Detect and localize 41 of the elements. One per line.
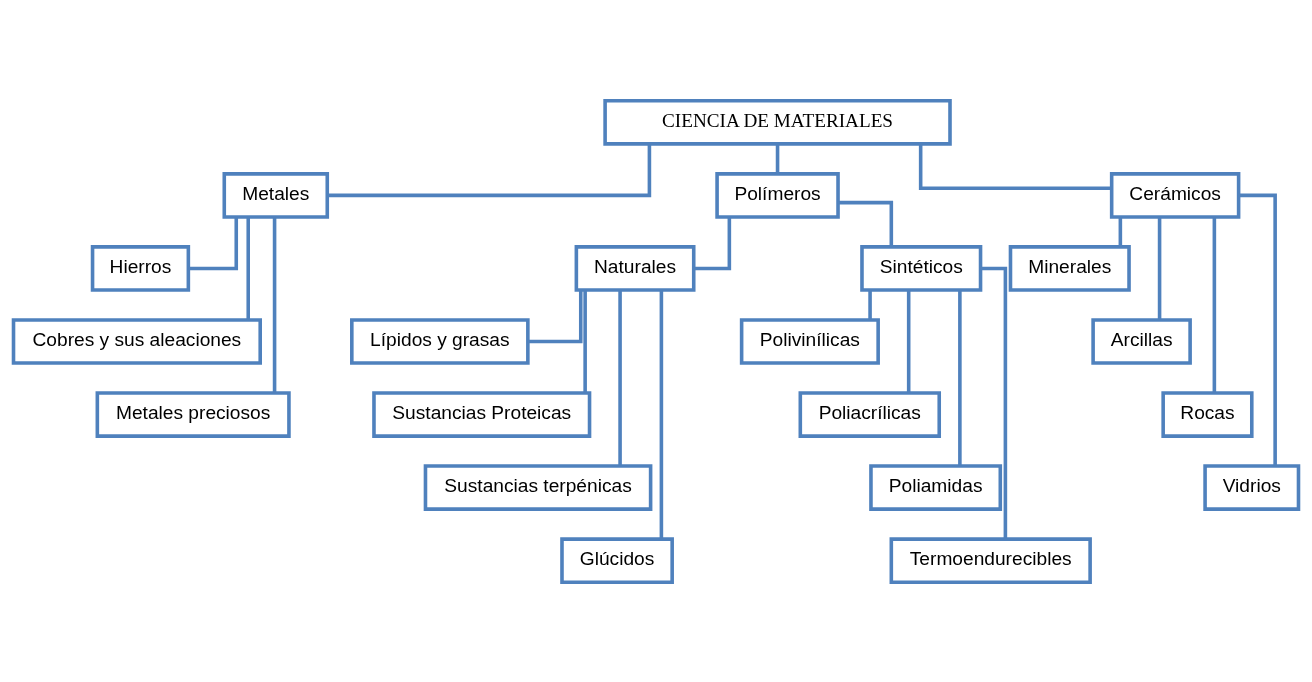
node-box: Sustancias terpénicas — [423, 463, 653, 511]
node-box: CIENCIA DE MATERIALES — [603, 98, 952, 146]
node-box: Vidrios — [1203, 463, 1301, 511]
node-box: Hierros — [90, 244, 191, 292]
node-box: Naturales — [574, 244, 696, 292]
node-box: Polímeros — [715, 171, 840, 219]
connector — [906, 289, 911, 393]
connector — [1118, 216, 1123, 247]
connector — [980, 266, 1008, 539]
connector — [272, 216, 277, 393]
node-box: Polivinílicas — [739, 317, 880, 365]
connector — [327, 143, 652, 197]
connector — [659, 289, 664, 539]
node-box: Poliamidas — [869, 463, 1003, 511]
connector — [1239, 193, 1277, 466]
connector — [838, 200, 894, 247]
node-box: Termoendurecibles — [889, 536, 1092, 584]
node-box: Minerales — [1008, 244, 1131, 292]
node-box: Metales — [222, 171, 330, 219]
node-box: Rocas — [1161, 390, 1254, 438]
node-box: Poliacrílicas — [798, 390, 941, 438]
connector — [1157, 216, 1162, 320]
connector — [694, 216, 732, 270]
connector — [775, 143, 780, 173]
node-box: Cobres y sus aleaciones — [11, 317, 262, 365]
connector — [246, 216, 251, 320]
node-box: Cerámicos — [1109, 171, 1241, 219]
connector — [1212, 216, 1217, 393]
node-box: Sustancias Proteicas — [372, 390, 592, 438]
node-box: Arcillas — [1091, 317, 1192, 365]
connector — [868, 289, 872, 320]
connector — [583, 289, 587, 393]
connector — [918, 143, 1112, 190]
node-box: Lípidos y grasas — [350, 317, 530, 365]
node-box: Metales preciosos — [95, 390, 291, 438]
connector — [618, 289, 622, 466]
connector — [527, 289, 583, 343]
connector — [958, 289, 962, 466]
connector — [188, 216, 239, 270]
node-box: Sintéticos — [860, 244, 983, 292]
node-box: Glúcidos — [560, 536, 674, 584]
